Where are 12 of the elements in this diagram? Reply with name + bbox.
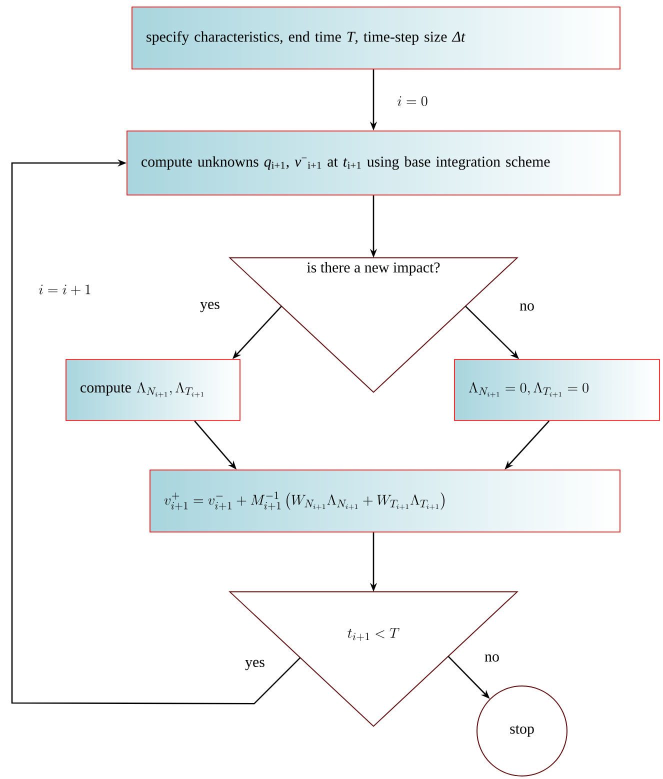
- arrow: [11, 159, 301, 704]
- process-box: $v^+_{i+1} = v^-_{i+1} + M^{-1}_{i+1}\left(W_{N_{i+1}}\Lambda_{N_{i+1}} + W_{T_{i+1}}\Lambda_{T_{i+1}}\right)$: [150, 470, 620, 532]
- edge-label: $i = 0$: [396, 95, 429, 107]
- process-box: $\text{compute }\Lambda_{N_{i+1}}, \Lambda_{T_{i+1}}$: [66, 359, 240, 421]
- edge-label: yes: [199, 300, 221, 314]
- process-box: specify characteristics, end time T, time-step size Δt: [132, 6, 620, 70]
- edge-label: yes: [244, 658, 266, 672]
- process-box: $\Lambda_{N_{i+1}} = 0, \Lambda_{T_{i+1}} = 0$: [454, 359, 660, 421]
- process-box: compute unknowns q$_{i+1}$, v$^{−}$$_{i+1}$ at t$_{i+1}$ using base integration scheme: [126, 130, 620, 196]
- edge-label: no: [518, 302, 536, 312]
- loop-label: $i = i + 1$: [38, 284, 92, 296]
- edge-label: no: [484, 653, 500, 663]
